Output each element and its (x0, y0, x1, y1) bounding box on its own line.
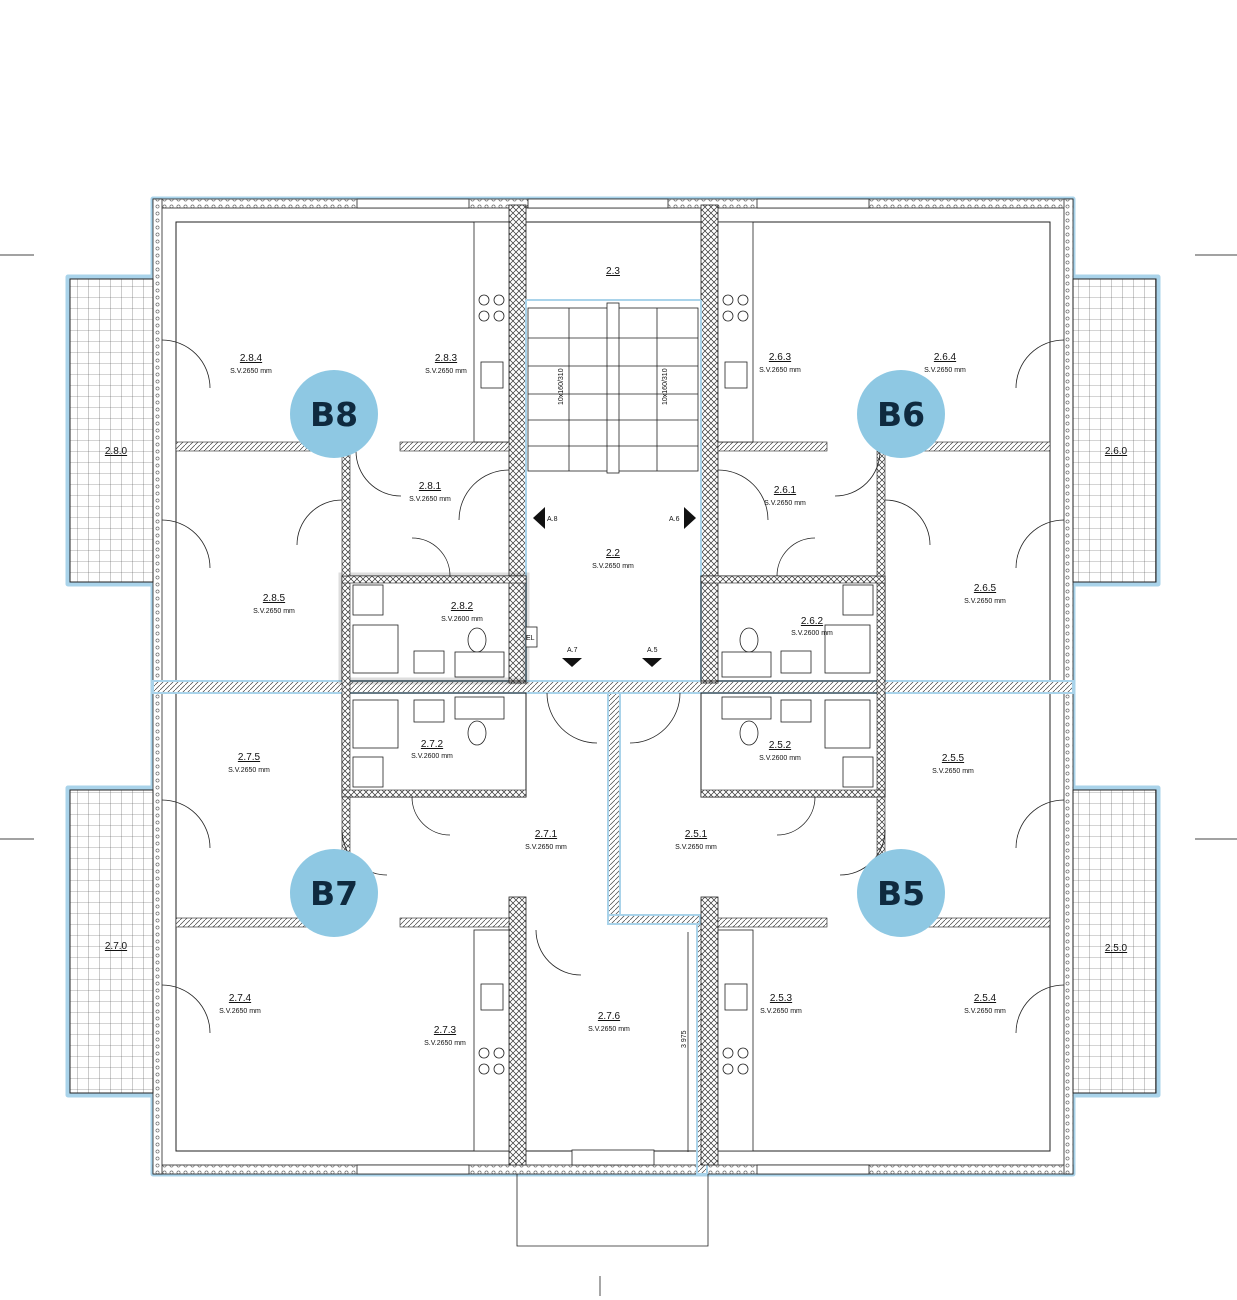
room-2-5-1-height: S.V.2650 mm (675, 844, 717, 851)
room-2-7-3-height: S.V.2650 mm (424, 1040, 466, 1047)
room-2-8-1-number: 2.8.1 (419, 481, 442, 492)
room-2-8-0-number: 2.8.0 (105, 446, 128, 457)
room-2-2-height: S.V.2650 mm (592, 563, 634, 570)
unit-badge-b5[interactable]: B5 (857, 849, 945, 937)
marker-label-a5: A.5 (647, 647, 658, 654)
room-2-7-6-number: 2.7.6 (598, 1011, 621, 1022)
room-2-7-4-number: 2.7.4 (229, 993, 252, 1004)
room-2-6-0-number: 2.6.0 (1105, 446, 1128, 457)
room-2-6-1-height: S.V.2650 mm (764, 500, 806, 507)
room-2-5-2-number: 2.5.2 (769, 740, 792, 751)
balconies (69, 278, 1157, 1094)
dimension-label: 3 975 (681, 1030, 688, 1048)
room-2-5-5-height: S.V.2650 mm (932, 768, 974, 775)
room-2-6-2-number: 2.6.2 (801, 616, 824, 627)
room-2-8-1-height: S.V.2650 mm (409, 496, 451, 503)
staircase (527, 302, 699, 474)
entrance-canopy (516, 1174, 709, 1296)
room-2-7-5-height: S.V.2650 mm (228, 767, 270, 774)
electrical-label: EL (526, 635, 535, 642)
room-2-5-3-height: S.V.2650 mm (760, 1008, 802, 1015)
windows (356, 198, 870, 1175)
room-labels: 2.8.4 S.V.2650 mm 2.8.3 S.V.2650 mm 2.8.… (105, 266, 1128, 1047)
unit-badge-b6[interactable]: B6 (857, 370, 945, 458)
room-2-8-2-number: 2.8.2 (451, 601, 474, 612)
room-2-5-5-number: 2.5.5 (942, 753, 965, 764)
room-2-8-3-number: 2.8.3 (435, 353, 458, 364)
room-2-8-2-height: S.V.2600 mm (441, 616, 483, 623)
room-2-6-1-number: 2.6.1 (774, 485, 797, 496)
room-2-8-5-number: 2.8.5 (263, 593, 286, 604)
marker-label-a6: A.6 (669, 516, 680, 523)
marker-arrow-a7 (562, 658, 582, 667)
room-2-8-4-number: 2.8.4 (240, 353, 263, 364)
doors (161, 339, 1065, 1034)
room-2-6-3-number: 2.6.3 (769, 352, 792, 363)
marker-label-a8: A.8 (547, 516, 558, 523)
room-2-7-1-number: 2.7.1 (535, 829, 558, 840)
svg-text:B5: B5 (877, 874, 925, 913)
svg-text:B6: B6 (877, 395, 925, 434)
room-2-7-1-height: S.V.2650 mm (525, 844, 567, 851)
room-2-8-3-height: S.V.2650 mm (425, 368, 467, 375)
room-2-7-2-height: S.V.2600 mm (411, 753, 453, 760)
room-2-5-1-number: 2.5.1 (685, 829, 708, 840)
room-2-7-2-number: 2.7.2 (421, 739, 444, 750)
unit-badge-b8[interactable]: B8 (290, 370, 378, 458)
stair-walls (508, 204, 719, 1166)
marker-arrow-a6 (684, 507, 696, 529)
room-2-5-4-height: S.V.2650 mm (964, 1008, 1006, 1015)
bathroom-fixtures (352, 584, 874, 788)
room-2-6-4-height: S.V.2650 mm (924, 367, 966, 374)
room-2-7-5-number: 2.7.5 (238, 752, 261, 763)
svg-text:B7: B7 (310, 874, 358, 913)
room-2-6-3-height: S.V.2650 mm (759, 367, 801, 374)
interior-walls (175, 441, 1051, 928)
room-2-7-6-height: S.V.2650 mm (588, 1026, 630, 1033)
room-2-6-5-height: S.V.2650 mm (964, 598, 1006, 605)
room-2-8-4-height: S.V.2650 mm (230, 368, 272, 375)
party-wall-vertical (607, 692, 621, 924)
room-2-5-2-height: S.V.2600 mm (759, 755, 801, 762)
room-2-2-number: 2.2 (606, 548, 620, 559)
room-2-7-0-number: 2.7.0 (105, 941, 128, 952)
stair-label-left: 10x160/310 (558, 368, 565, 405)
svg-text:B8: B8 (310, 395, 358, 434)
marker-arrow-a8 (533, 507, 545, 529)
marker-arrow-a5 (642, 658, 662, 667)
kitchen-counters (473, 221, 754, 1152)
room-2-5-4-number: 2.5.4 (974, 993, 997, 1004)
room-2-6-4-number: 2.6.4 (934, 352, 957, 363)
room-2-6-5-number: 2.6.5 (974, 583, 997, 594)
unit-badge-b7[interactable]: B7 (290, 849, 378, 937)
party-wall-horizontal (152, 680, 1074, 694)
room-2-5-3-number: 2.5.3 (770, 993, 793, 1004)
room-2-6-2-height: S.V.2600 mm (791, 630, 833, 637)
marker-label-a7: A.7 (567, 647, 578, 654)
room-2-8-5-height: S.V.2650 mm (253, 608, 295, 615)
electrical-panel (525, 626, 538, 648)
room-2-7-4-height: S.V.2650 mm (219, 1008, 261, 1015)
stair-label-right: 10x160/310 (662, 368, 669, 405)
party-wall-short (607, 914, 701, 925)
section-ticks (0, 254, 1237, 840)
room-2-5-0-number: 2.5.0 (1105, 943, 1128, 954)
room-2-7-3-number: 2.7.3 (434, 1025, 457, 1036)
section-markers: A.8 A.6 A.7 A.5 (533, 507, 696, 667)
room-2-3-number: 2.3 (606, 266, 620, 277)
